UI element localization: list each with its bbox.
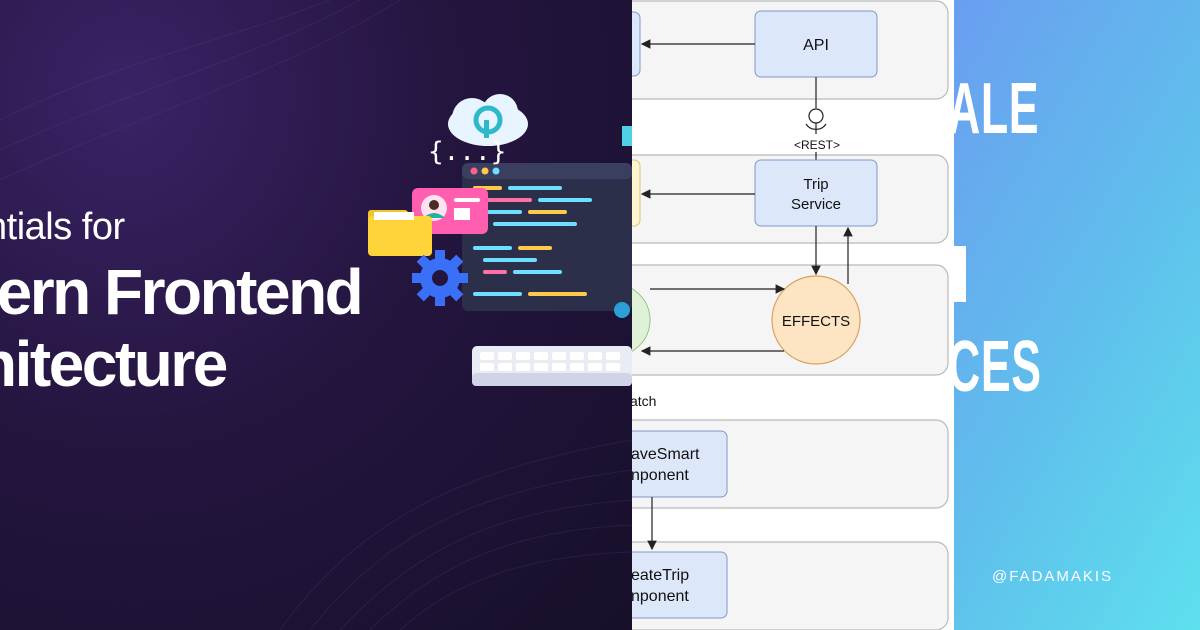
author-handle: @FADAMAKIS xyxy=(992,568,1114,585)
rest-label: <REST> xyxy=(794,138,840,152)
folder-icon xyxy=(368,210,432,256)
left-box-1 xyxy=(632,11,641,77)
trip-service-label-1: Trip xyxy=(803,176,828,193)
save-smart-label-1: aveSmart xyxy=(632,446,700,463)
left-box-2 xyxy=(632,159,641,227)
dispatch-label: atch xyxy=(632,393,656,409)
trip-service-label-2: Service xyxy=(791,196,841,213)
create-trip-label-2: nponent xyxy=(632,588,689,605)
save-smart-component-box: aveSmart nponent xyxy=(632,430,728,498)
cover-heading-line-1: ALE xyxy=(954,69,1040,149)
cover-title-line-3: hitecture xyxy=(0,328,228,400)
code-braces-text: {...} xyxy=(428,137,506,167)
background-swirl-lines xyxy=(0,0,632,630)
trip-service-box: Trip Service xyxy=(754,159,878,227)
api-box: API xyxy=(754,10,878,78)
cover-heading-line-3: CES xyxy=(954,327,1042,407)
cover-title-line-1: ntials for xyxy=(0,206,125,248)
effects-node: EFFECTS xyxy=(771,275,861,365)
developer-illustration: {...} xyxy=(368,94,632,386)
architecture-diagram-panel: API <REST> Trip Service EFFECTS atch xyxy=(632,0,954,630)
cloud-icon xyxy=(448,94,528,146)
create-trip-component-box: eateTrip nponent xyxy=(632,551,728,619)
partial-letter-shape xyxy=(954,246,966,302)
article-cover-right: ALE CES @FADAMAKIS xyxy=(954,0,1200,630)
api-label: API xyxy=(803,37,829,54)
keyboard-icon xyxy=(472,346,632,386)
gear-icon xyxy=(412,250,468,306)
article-cover-left: ntials for dern Frontend hitecture xyxy=(0,0,632,630)
save-smart-label-2: nponent xyxy=(632,467,689,484)
rest-socket-icon xyxy=(808,108,824,124)
create-trip-label-1: eateTrip xyxy=(632,567,689,584)
code-window-illustration xyxy=(462,163,632,311)
left-circle xyxy=(632,288,651,352)
effects-label: EFFECTS xyxy=(782,313,850,330)
architecture-diagram: API <REST> Trip Service EFFECTS atch xyxy=(632,0,949,630)
cover-title-line-2: dern Frontend xyxy=(0,256,364,328)
